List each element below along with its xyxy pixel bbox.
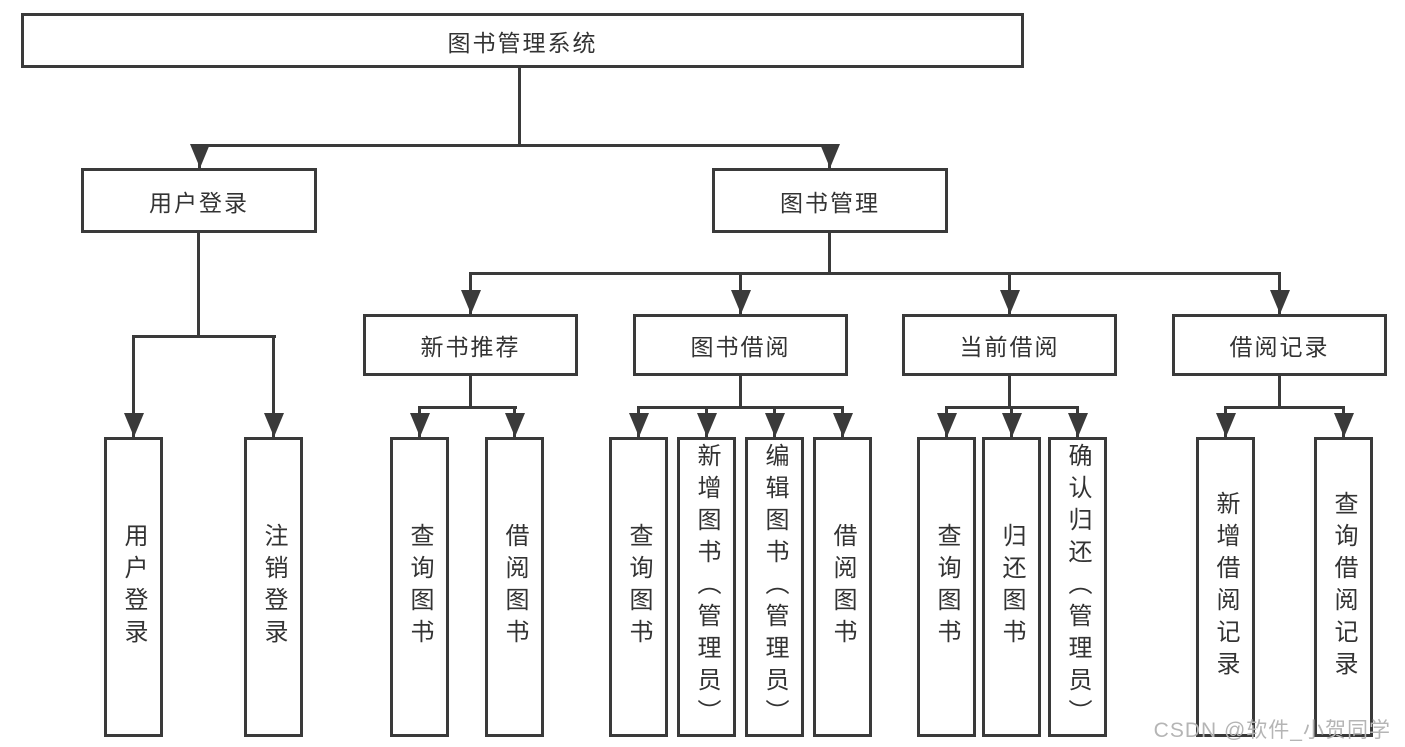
node-query-borrow-record: 查询借阅记录 [1314,437,1373,737]
arrow-down-icon [461,290,481,314]
node-add-borrow-record: 新增借阅记录 [1196,437,1255,737]
node-label: 图书管理 [780,189,880,216]
connector-line [132,335,135,437]
node-borrow-books: 借阅图书 [813,437,872,737]
node-add-books-admin: 新增图书（管理员） [677,437,736,737]
arrow-down-icon [190,144,210,168]
connector-line [197,233,200,338]
arrow-down-icon [629,413,649,437]
arrow-down-icon [833,413,853,437]
connector-line [1008,376,1011,409]
arrow-down-icon [937,413,957,437]
csdn-watermark: CSDN @软件_小贺同学 [1153,719,1391,742]
connector-line [1224,406,1345,409]
node-new-book-recommend: 新书推荐 [363,314,578,376]
node-label: 新增图书（管理员） [693,443,720,731]
node-book-borrow: 图书借阅 [633,314,848,376]
arrow-down-icon [1334,413,1354,437]
node-logout-leaf: 注销登录 [244,437,303,737]
node-label: 查询借阅记录 [1330,491,1357,683]
node-label: 注销登录 [260,523,287,651]
connector-line [739,376,742,409]
connector-line [518,68,521,147]
arrow-down-icon [1216,413,1236,437]
arrow-down-icon [1002,413,1022,437]
arrow-down-icon [264,413,284,437]
node-edit-books-admin: 编辑图书（管理员） [745,437,804,737]
node-label: 图书管理系统 [447,29,598,56]
node-label: 借阅图书 [501,523,528,651]
node-label: 用户登录 [149,189,249,216]
arrow-down-icon [1068,413,1088,437]
node-query-books-recommend: 查询图书 [390,437,449,737]
arrow-down-icon [820,144,840,168]
node-label: 查询图书 [933,523,960,651]
connector-line [1278,376,1281,409]
connector-line [469,272,1281,275]
arrow-down-icon [1270,290,1290,314]
node-book-management: 图书管理 [712,168,948,233]
node-label: 用户登录 [120,523,147,651]
arrow-down-icon [410,413,430,437]
node-label: 查询图书 [406,523,433,651]
arrow-down-icon [1000,290,1020,314]
node-current-borrow: 当前借阅 [902,314,1117,376]
arrow-down-icon [505,413,525,437]
node-user-login: 用户登录 [81,168,317,233]
node-label: 图书借阅 [690,334,791,360]
arrow-down-icon [124,413,144,437]
arrow-down-icon [731,290,751,314]
node-query-books-current: 查询图书 [917,437,976,737]
connector-line [418,406,517,409]
node-label: 新书推荐 [420,334,521,360]
connector-line [637,406,844,409]
node-confirm-return-admin: 确认归还（管理员） [1048,437,1107,737]
node-label: 当前借阅 [959,334,1060,360]
connector-line [828,233,831,275]
node-label: 确认归还（管理员） [1064,443,1091,731]
arrow-down-icon [697,413,717,437]
node-label: 借阅图书 [829,523,856,651]
connector-line [469,376,472,409]
connector-line [198,144,832,147]
node-label: 归还图书 [998,523,1025,651]
node-root: 图书管理系统 [21,13,1024,68]
connector-line [272,335,275,437]
node-label: 查询图书 [625,523,652,651]
node-borrow-books-recommend: 借阅图书 [485,437,544,737]
arrow-down-icon [765,413,785,437]
connector-line [132,335,276,338]
node-login-leaf: 用户登录 [104,437,163,737]
node-borrow-records: 借阅记录 [1172,314,1387,376]
node-query-books-borrow: 查询图书 [609,437,668,737]
node-label: 新增借阅记录 [1212,491,1239,683]
node-label: 借阅记录 [1229,334,1330,360]
node-label: 编辑图书（管理员） [761,443,788,731]
node-return-books: 归还图书 [982,437,1041,737]
